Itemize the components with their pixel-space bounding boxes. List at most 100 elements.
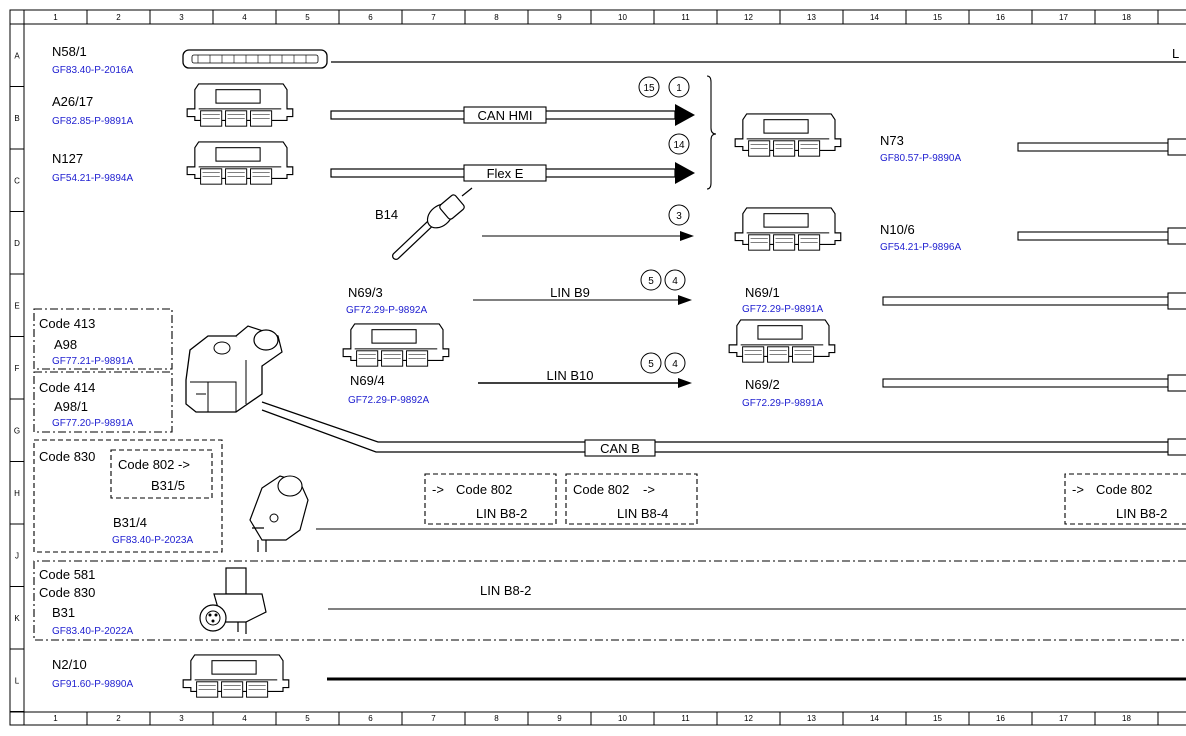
code-414-label: Code 414 [39, 380, 95, 395]
b31-4-label: B31/4 [113, 515, 147, 530]
code-830-box [33, 439, 223, 553]
line-n69-2 [882, 378, 1186, 388]
ecu-n2-10 [182, 654, 290, 698]
column-label: 7 [431, 13, 436, 22]
circle-1-text: 1 [676, 83, 682, 94]
circle-14-text: 14 [673, 140, 685, 151]
circle-4-lower-text: 4 [672, 359, 678, 370]
row-label: G [14, 426, 20, 435]
lin-b10-label: LIN B10 [547, 368, 594, 383]
row-label: B [14, 114, 19, 123]
column-label: 9 [557, 714, 562, 723]
row-label: H [14, 489, 20, 498]
flex-e-label: Flex E [487, 166, 524, 181]
n69-4-label: N69/4 [350, 373, 385, 388]
b31-5-label: B31/5 [151, 478, 185, 493]
circle-1 [668, 76, 690, 98]
code-802-box-3 [1064, 473, 1186, 525]
column-label: 13 [807, 13, 816, 22]
circle-3-text: 3 [676, 211, 682, 222]
can-b-label: CAN B [600, 441, 640, 456]
code-802-box-1-lin: LIN B8-2 [476, 506, 527, 521]
column-label: 13 [807, 714, 816, 723]
column-label: 7 [431, 714, 436, 723]
code-413-label: Code 413 [39, 316, 95, 331]
partial-label: L [1172, 46, 1179, 61]
a26-17-ref: GF82.85-P-9891A [52, 116, 133, 127]
column-label: 1 [53, 714, 58, 723]
n69-4-ref: GF72.29-P-9892A [348, 395, 429, 406]
circle-3 [668, 204, 690, 226]
n69-1-ref: GF72.29-P-9891A [742, 304, 823, 315]
connector-n58-1 [182, 49, 328, 69]
row-label: F [15, 364, 20, 373]
frame-border [9, 9, 1186, 726]
code-830-label: Code 830 [39, 449, 95, 464]
b31-label: B31 [52, 605, 75, 620]
ecu-n73 [734, 113, 842, 157]
column-label: 12 [744, 13, 753, 22]
n69-2-label: N69/2 [745, 377, 780, 392]
bus-can-b-bottom [261, 409, 1186, 453]
column-label: 16 [996, 13, 1005, 22]
line-n73 [1017, 142, 1186, 152]
code-581-box [33, 560, 1186, 641]
a98-1-ref: GF77.20-P-9891A [52, 418, 133, 429]
column-label: 3 [179, 13, 184, 22]
b31-ref: GF83.40-P-2022A [52, 626, 133, 637]
column-label: 8 [494, 13, 499, 22]
n10-6-ref: GF54.21-P-9896A [880, 242, 961, 253]
column-label: 2 [116, 13, 121, 22]
a98-label: A98 [54, 337, 77, 352]
code-802-box-2-code: Code 802 [573, 482, 629, 497]
n69-1-label: N69/1 [745, 285, 780, 300]
column-label: 12 [744, 714, 753, 723]
column-label: 18 [1122, 13, 1131, 22]
code-830-b31-label: Code 830 [39, 585, 95, 600]
can-b-box [584, 439, 656, 457]
code-802-box-3-arrow: -> [1072, 482, 1084, 497]
n127-label: N127 [52, 151, 83, 166]
column-label: 1 [53, 13, 58, 22]
n58-1-label: N58/1 [52, 44, 87, 59]
column-label: 2 [116, 714, 121, 723]
column-label: 6 [368, 13, 373, 22]
code-802-box-2 [565, 473, 698, 525]
code-413-box [33, 308, 173, 370]
code-802-box-3-lin: LIN B8-2 [1116, 506, 1167, 521]
row-label: A [14, 51, 20, 60]
column-label: 14 [870, 13, 879, 22]
row-label: E [14, 301, 19, 310]
n58-1-ref: GF83.40-P-2016A [52, 65, 133, 76]
connector-a98 [185, 325, 283, 413]
ecu-n69-1 [728, 319, 836, 363]
column-label: 18 [1122, 714, 1131, 723]
line-n69-1 [882, 296, 1186, 306]
row-label: L [15, 676, 20, 685]
sensor-b31 [199, 567, 267, 634]
lin-b8-2-label: LIN B8-2 [480, 583, 531, 598]
n69-3-label: N69/3 [348, 285, 383, 300]
circle-15 [638, 76, 660, 98]
column-label: 6 [368, 714, 373, 723]
sensor-b14 [392, 187, 473, 260]
column-label: 10 [618, 13, 627, 22]
column-ruler [23, 10, 1159, 725]
n69-3-ref: GF72.29-P-9892A [346, 305, 427, 316]
row-label: K [14, 614, 20, 623]
row-ruler [10, 23, 24, 712]
column-label: 10 [618, 714, 627, 723]
column-label: 4 [242, 13, 247, 22]
line-n10-6 [1017, 231, 1186, 241]
circle-5-lower [640, 352, 662, 374]
circle-5-lower-text: 5 [648, 359, 654, 370]
column-label: 15 [933, 714, 942, 723]
column-label: 5 [305, 13, 310, 22]
bus-can-hmi [330, 104, 695, 126]
column-label: 4 [242, 714, 247, 723]
n127-ref: GF54.21-P-9894A [52, 173, 133, 184]
bracket-brace [706, 75, 717, 190]
